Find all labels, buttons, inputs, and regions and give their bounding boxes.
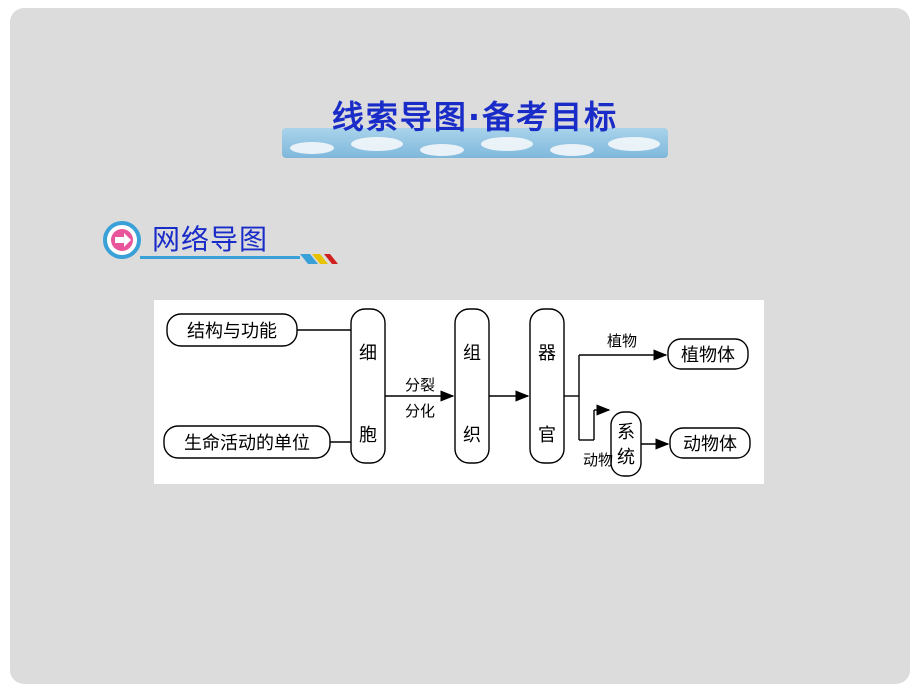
concept-map-svg: 结构与功能 生命活动的单位 细 胞 分裂 分化 组 织 器 官 植物 植物体 动…	[163, 308, 751, 477]
label-tissue-2: 织	[463, 425, 481, 446]
label-tissue-1: 组	[463, 343, 481, 364]
concept-map: 结构与功能 生命活动的单位 细 胞 分裂 分化 组 织 器 官 植物 植物体 动…	[154, 300, 764, 484]
label-system-1: 系	[617, 422, 635, 443]
label-organ-2: 官	[538, 425, 556, 446]
cloud-band-decoration	[282, 128, 668, 158]
label-plant-body: 植物体	[681, 345, 735, 366]
node-organ	[529, 308, 565, 464]
section-title: 网络导图	[152, 223, 269, 256]
node-animal-body	[669, 427, 751, 459]
label-system-2: 统	[617, 447, 635, 468]
label-plant-edge: 植物	[607, 332, 637, 350]
section-heading: 网络导图	[102, 214, 342, 268]
arrow-bullet-icon	[103, 221, 141, 259]
label-animal-edge: 动物	[583, 451, 613, 469]
label-differentiate: 分化	[405, 402, 435, 420]
label-organ-1: 器	[538, 343, 556, 364]
node-cell	[350, 308, 386, 464]
slide: 线索导图·备考目标 网络导图	[10, 8, 910, 684]
node-plant-body	[667, 338, 749, 370]
label-divide: 分裂	[405, 376, 435, 394]
label-structure-function: 结构与功能	[187, 321, 277, 342]
label-life-unit: 生命活动的单位	[184, 433, 310, 454]
title-banner: 线索导图·备考目标	[282, 92, 668, 164]
node-tissue	[454, 308, 490, 464]
label-animal-body: 动物体	[683, 434, 737, 455]
section-underline	[140, 254, 338, 264]
slide-title: 线索导图·备考目标	[331, 98, 619, 136]
label-cell-1: 细	[359, 343, 377, 364]
label-cell-2: 胞	[359, 425, 377, 446]
